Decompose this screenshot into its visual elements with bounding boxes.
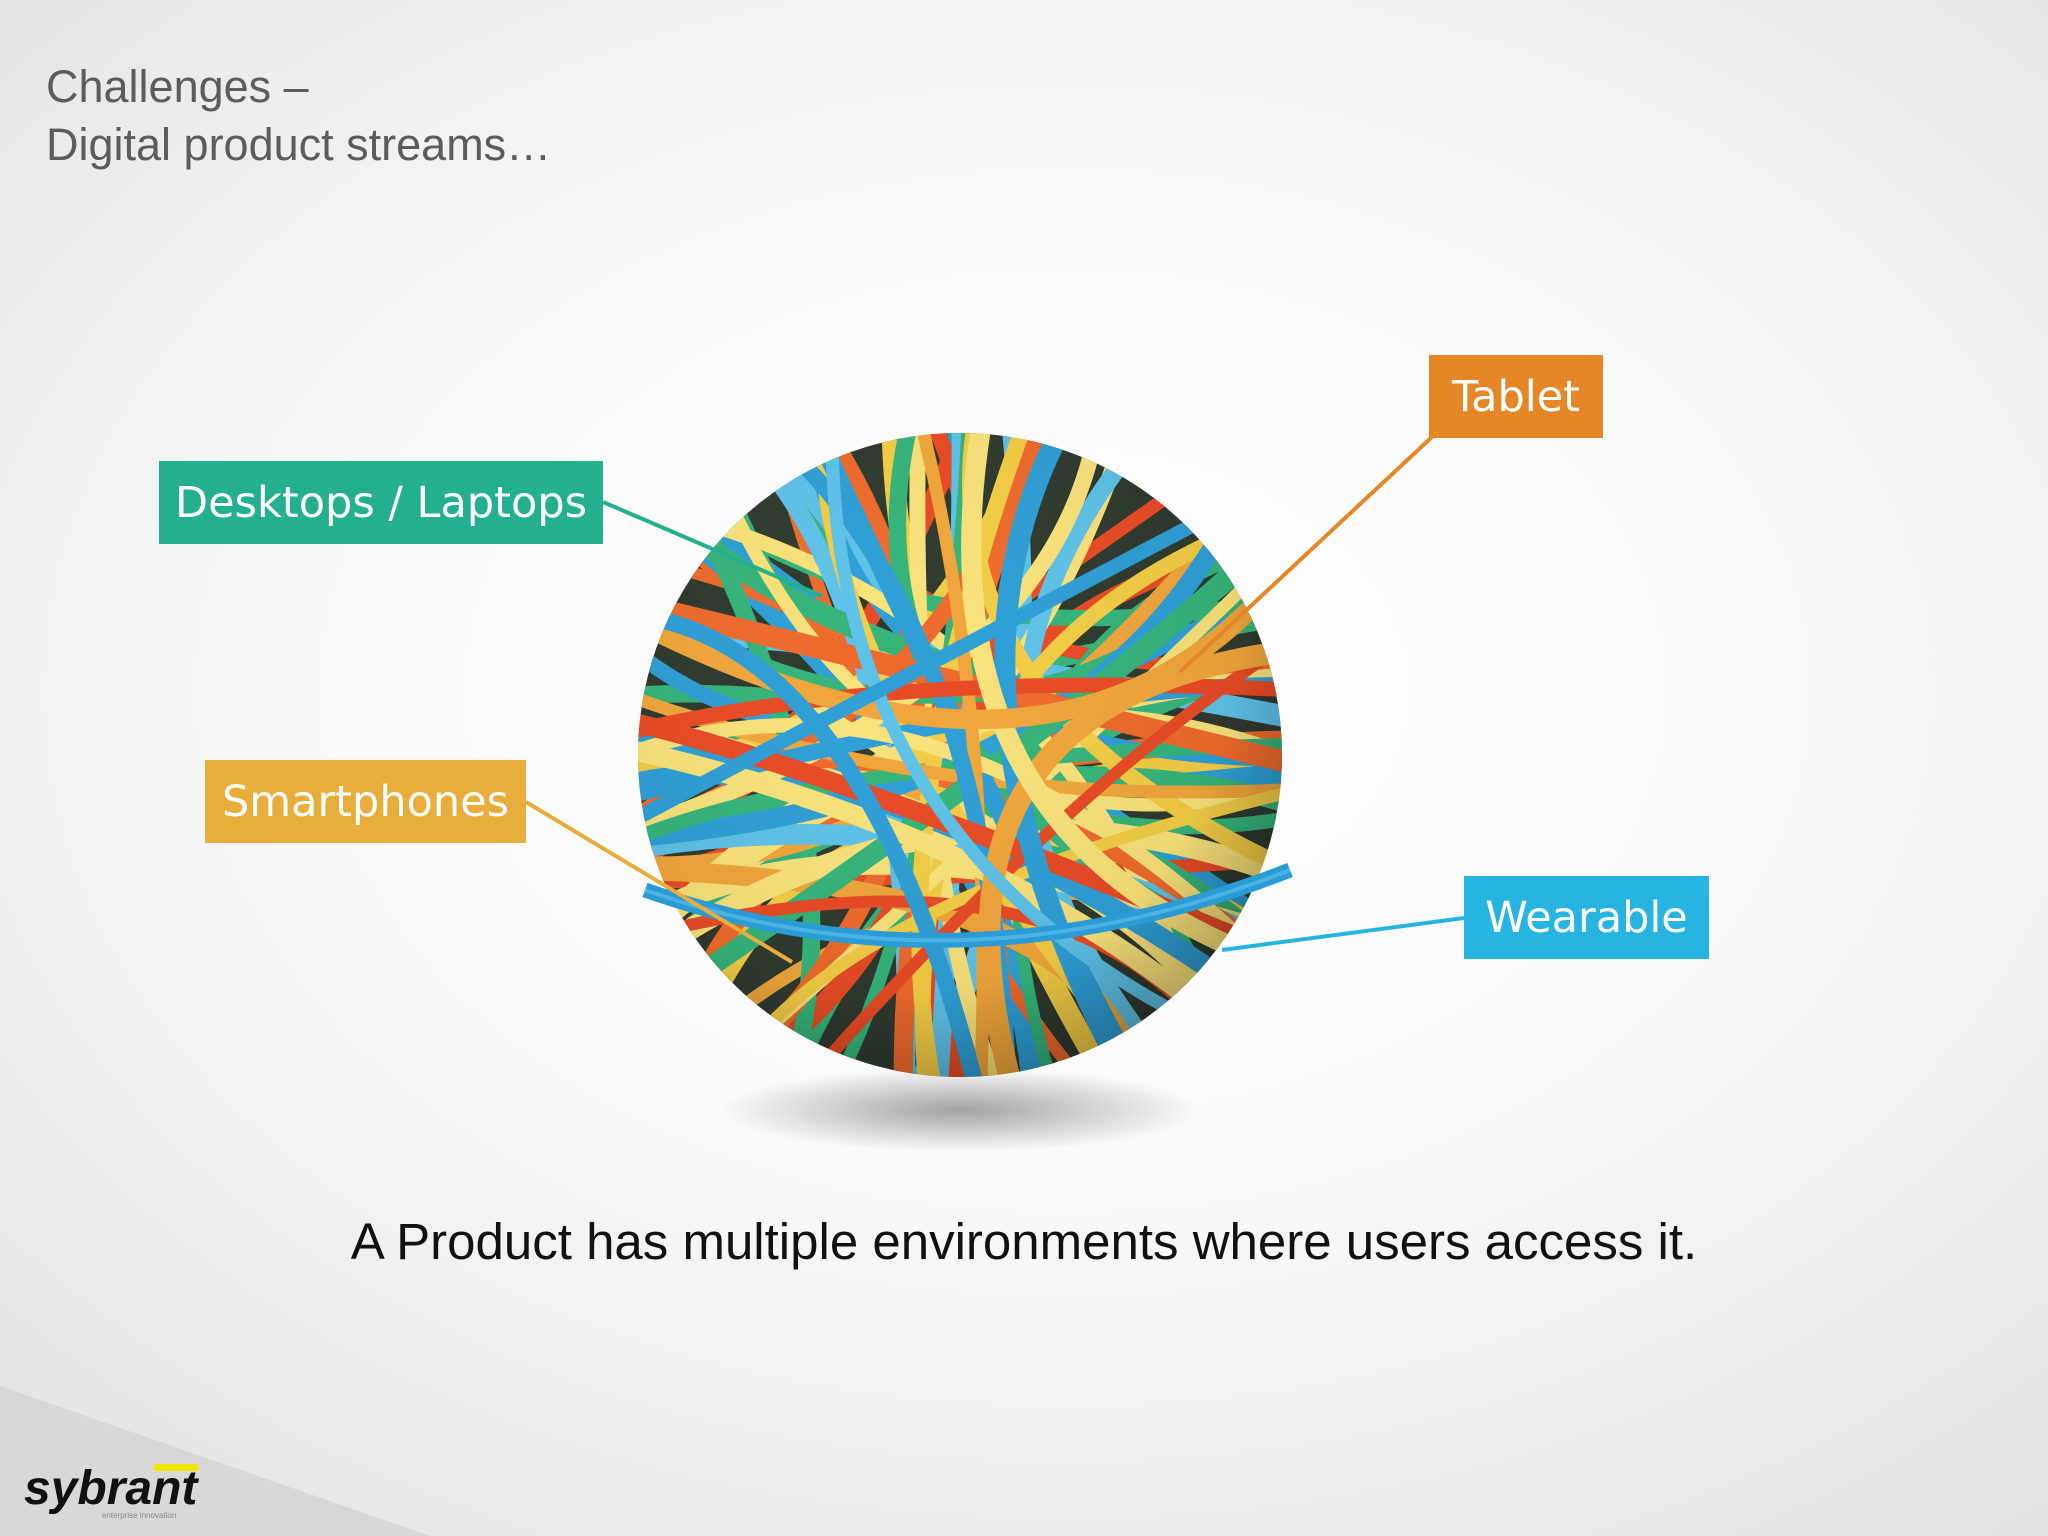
rubber-band-ball-illustration (638, 433, 1293, 1152)
desktops-laptops-label: Desktops / Laptops (159, 461, 603, 544)
sybrant-logo: sybrant enterprise innovation (24, 1462, 199, 1520)
slide-title: Challenges – Digital product streams… (46, 58, 551, 174)
corner-decoration (0, 1386, 430, 1536)
smartphones-label: Smartphones (205, 760, 526, 843)
wearable-label: Wearable (1464, 876, 1709, 959)
rubber-band-ball-image (600, 420, 1320, 1180)
slide-title-line-2: Digital product streams… (46, 119, 552, 170)
slide-caption: A Product has multiple environments wher… (350, 1213, 1698, 1270)
svg-text:sybrant: sybrant (24, 1462, 199, 1515)
tablet-label: Tablet (1429, 355, 1603, 438)
slide-title-line-1: Challenges – (46, 61, 309, 112)
svg-text:enterprise innovation: enterprise innovation (102, 1511, 176, 1520)
